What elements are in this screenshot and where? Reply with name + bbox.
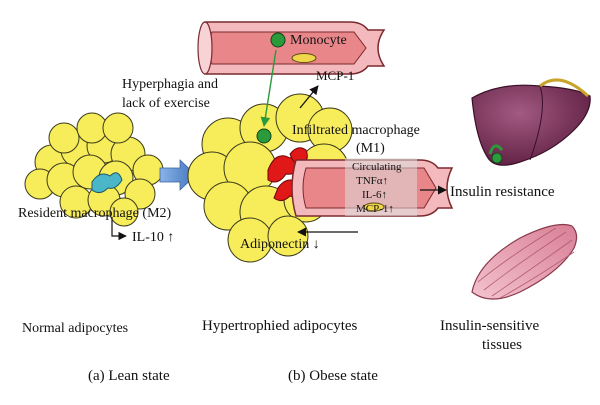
- circulating-label: Circulating: [352, 161, 402, 173]
- mcp1-vessel-label: MCP-1↑: [356, 203, 394, 215]
- adiponectin-label: Adiponectin ↓: [240, 237, 320, 252]
- insulin-sensitive-caption-1: Insulin-sensitive: [440, 318, 539, 334]
- mcp1-molecule-vessel: [363, 202, 385, 212]
- monocyte-cell: [270, 32, 286, 48]
- obese-state-caption: (b) Obese state: [288, 368, 378, 384]
- infiltrated-macrophage-label-2: (M1): [356, 141, 385, 156]
- transition-arrow: [159, 159, 197, 191]
- mcp1-molecule-top: [291, 53, 317, 63]
- il6-label: IL-6↑: [362, 189, 387, 201]
- hypertrophied-adipocytes-caption: Hypertrophied adipocytes: [202, 318, 358, 334]
- insulin-resistance-label: Insulin resistance: [450, 184, 555, 200]
- mcp1-release-arrow: [299, 85, 319, 109]
- hyperphagia-label-2: lack of exercise: [122, 96, 210, 111]
- il10-label: IL-10 ↑: [132, 230, 174, 245]
- monocyte-label: Monocyte: [290, 33, 347, 48]
- resident-macrophage-label: Resident macrophage (M2): [18, 206, 172, 221]
- il10-arrow: [111, 217, 127, 241]
- liver-illustration: [471, 78, 591, 166]
- muscle-illustration: [471, 223, 578, 300]
- infiltrated-monocyte: [256, 128, 272, 144]
- top-blood-vessel: [197, 21, 386, 75]
- monocyte-migration-arrow: [260, 49, 277, 127]
- normal-adipocytes-caption: Normal adipocytes: [22, 321, 128, 336]
- lean-adipocyte-cluster: [24, 112, 164, 227]
- mcp1-top-label: MCP-1: [316, 68, 354, 83]
- tnf-label: TNFα↑: [356, 175, 388, 187]
- infiltrated-macrophage-label-1: Infiltrated macrophage: [292, 123, 420, 138]
- hyperphagia-label-1: Hyperphagia and: [122, 77, 218, 92]
- m2-macrophage: [91, 172, 123, 194]
- insulin-sensitive-caption-2: tissues: [482, 337, 522, 353]
- lean-state-caption: (a) Lean state: [88, 368, 170, 384]
